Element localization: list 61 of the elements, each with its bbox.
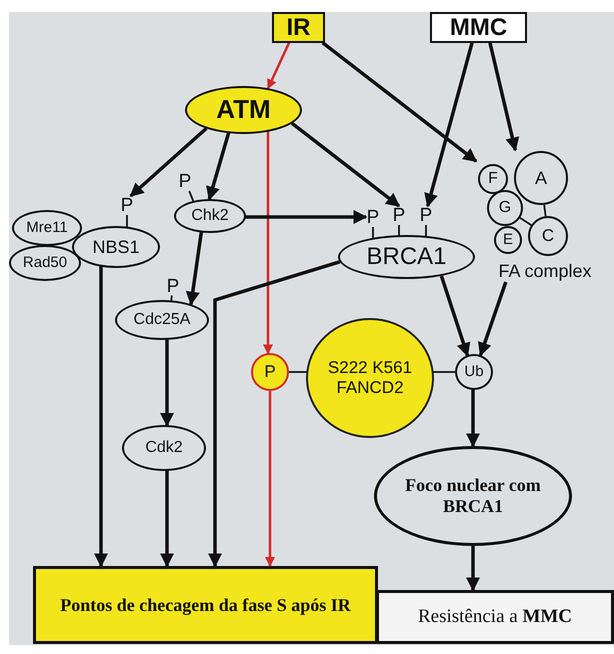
node-label: Mre11 [26, 219, 68, 237]
arrow [160, 340, 174, 427]
connector-line [543, 204, 546, 216]
node-label: G [498, 198, 512, 218]
node-label: NBS1 [92, 236, 140, 258]
node-label: FANCD2 [336, 378, 404, 398]
arrow [322, 41, 478, 163]
arrow [130, 127, 208, 198]
arrow [160, 470, 174, 568]
arrow [440, 275, 470, 357]
node-label: Cdk2 [145, 438, 183, 458]
node-label: F [488, 170, 498, 188]
node-label: P [120, 196, 134, 215]
arrow [265, 391, 275, 567]
node-label: P [366, 208, 380, 227]
process-box [376, 590, 614, 644]
node-label: C [542, 226, 554, 246]
arrow [466, 546, 480, 592]
connector-line [170, 295, 173, 301]
node-label: Foco nuclear com BRCA1 [404, 475, 542, 517]
arrow [246, 210, 368, 224]
node-label: Rad50 [22, 254, 68, 272]
arrow [290, 122, 400, 208]
arrow [424, 42, 474, 208]
node-label: S222 K561 [328, 358, 412, 378]
process-box [272, 12, 325, 43]
arrow [478, 281, 508, 357]
connector-line [372, 227, 374, 238]
node-label: Cdc25A [134, 310, 190, 330]
arrow [208, 260, 340, 568]
arrow [488, 42, 520, 152]
connector-line [434, 371, 455, 373]
node-label: P [166, 277, 180, 296]
node-label: ATM [216, 95, 271, 125]
process-box [33, 566, 378, 644]
node-label: Chk2 [191, 206, 229, 226]
connector-line [289, 371, 306, 373]
arrow [263, 132, 273, 354]
node-label: Resistência a MMC [418, 606, 572, 628]
connector-line [188, 190, 194, 202]
node-label: IR [286, 14, 310, 42]
complex-label: FA complex [497, 261, 593, 282]
node-label: BRCA1 [366, 243, 447, 271]
node-label: Pontos de checagem da fase S após IR [60, 594, 351, 616]
node-label: Ub [464, 363, 484, 381]
node-label: MMC [450, 14, 508, 42]
node-label: P [392, 206, 406, 225]
arrow [94, 266, 108, 568]
arrow [206, 132, 230, 201]
arrow [186, 232, 204, 306]
node-label: E [502, 231, 513, 249]
connector-line [425, 225, 427, 236]
connector-line [398, 225, 400, 236]
connector-line [519, 216, 532, 226]
node-label: P [420, 206, 432, 225]
process-box [430, 12, 527, 43]
arrow [466, 390, 480, 448]
node-label: P [264, 362, 276, 382]
node-label: A [534, 168, 547, 188]
connector-line [126, 215, 128, 227]
node-label: P [178, 172, 192, 191]
